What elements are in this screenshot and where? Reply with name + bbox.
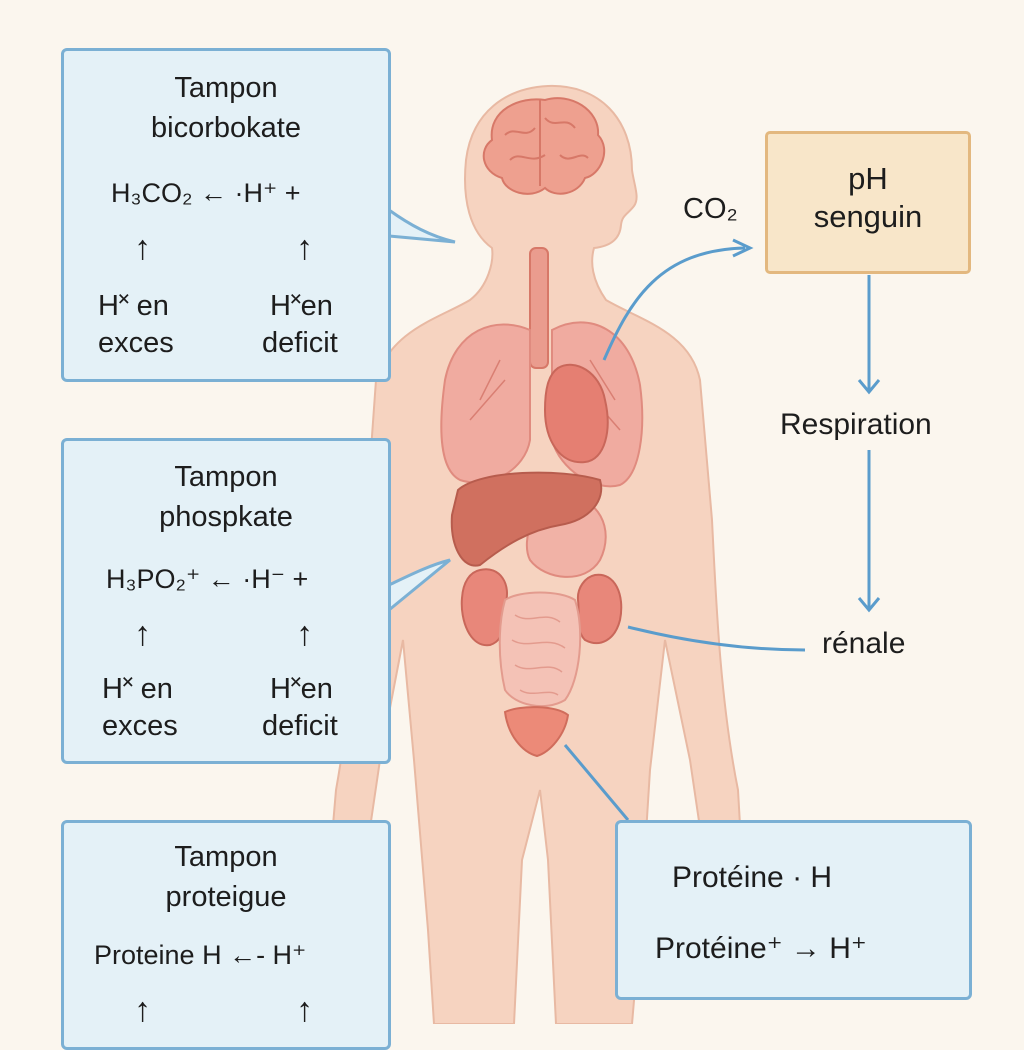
bladder [503, 706, 570, 758]
bicarbonate-title-line2: bicorbokate [151, 112, 301, 144]
ph-sublabel: senguin [813, 199, 923, 234]
kidney-to-renale-line [627, 625, 806, 652]
bicarbonate-right-line2: deficit [262, 327, 338, 359]
bicarbonate-left-line2: exces [98, 327, 174, 359]
trachea [529, 247, 549, 369]
left-kidney [460, 568, 508, 647]
proteic-buffer-box: Tampon proteigue Proteine H ←- H⁺ ↑ ↑ [61, 820, 391, 1050]
phosphate-title-line1: Tampon [174, 461, 278, 493]
phosphate-equation: H₃PO₂⁺ ← ·H⁻ + [106, 564, 309, 594]
ph-sanguin-box: pH senguin [765, 131, 971, 274]
ph-label: pH [848, 161, 888, 196]
bicarbonate-callout [388, 208, 456, 244]
phosphate-title-line2: phospkate [159, 501, 293, 533]
renale-label: rénale [822, 627, 906, 660]
phosphate-left-line1: H˟ en [102, 673, 173, 705]
phosphate-callout [388, 558, 451, 612]
up-arrow-icon: ↑ [134, 615, 151, 653]
phosphate-buffer-box: Tampon phospkate H₃PO₂⁺ ← ·H⁻ + ↑ ↑ H˟ e… [61, 438, 391, 764]
heart-icon [543, 363, 609, 464]
intestines [498, 591, 582, 708]
connectors [388, 208, 881, 821]
liver [450, 471, 603, 567]
up-arrow-icon: ↑ [296, 229, 313, 267]
proteic-equation: Proteine H ←- H⁺ [94, 940, 307, 970]
proteic-title-line1: Tampon [174, 841, 278, 873]
bicarbonate-equation: H₃CO₂ ← ·H⁺ + [111, 178, 301, 208]
left-lung [440, 323, 531, 484]
co2-label: CO₂ [683, 193, 738, 225]
phosphate-right-line1: H˟en [270, 673, 333, 705]
protein-line1: Protéine · H [672, 861, 833, 894]
bicarbonate-right-line1: H˟en [270, 290, 333, 322]
protein-reaction-box: Protéine · H Protéine⁺ → H⁺ [615, 820, 972, 1000]
phosphate-left-line2: exces [102, 710, 178, 742]
proteic-title-line2: proteigue [165, 881, 287, 913]
bicarbonate-title-line1: Tampon [174, 72, 278, 104]
protein-line2: Protéine⁺ → H⁺ [655, 932, 867, 965]
up-arrow-icon: ↑ [134, 229, 151, 267]
co2-arrow [602, 246, 746, 361]
up-arrow-icon: ↑ [134, 991, 151, 1029]
brain-icon [482, 97, 605, 195]
up-arrow-icon: ↑ [296, 991, 313, 1029]
right-kidney [576, 573, 623, 645]
body-illustration [328, 84, 744, 1024]
bicarbonate-buffer-box: Tampon bicorbokate H₃CO₂ ← ·H⁺ + ↑ ↑ H˟ … [61, 48, 391, 382]
phosphate-right-line2: deficit [262, 710, 338, 742]
bladder-to-protein-line [563, 744, 630, 821]
respiration-label: Respiration [780, 408, 932, 441]
up-arrow-icon: ↑ [296, 615, 313, 653]
bicarbonate-left-line1: H˟ en [98, 290, 169, 322]
